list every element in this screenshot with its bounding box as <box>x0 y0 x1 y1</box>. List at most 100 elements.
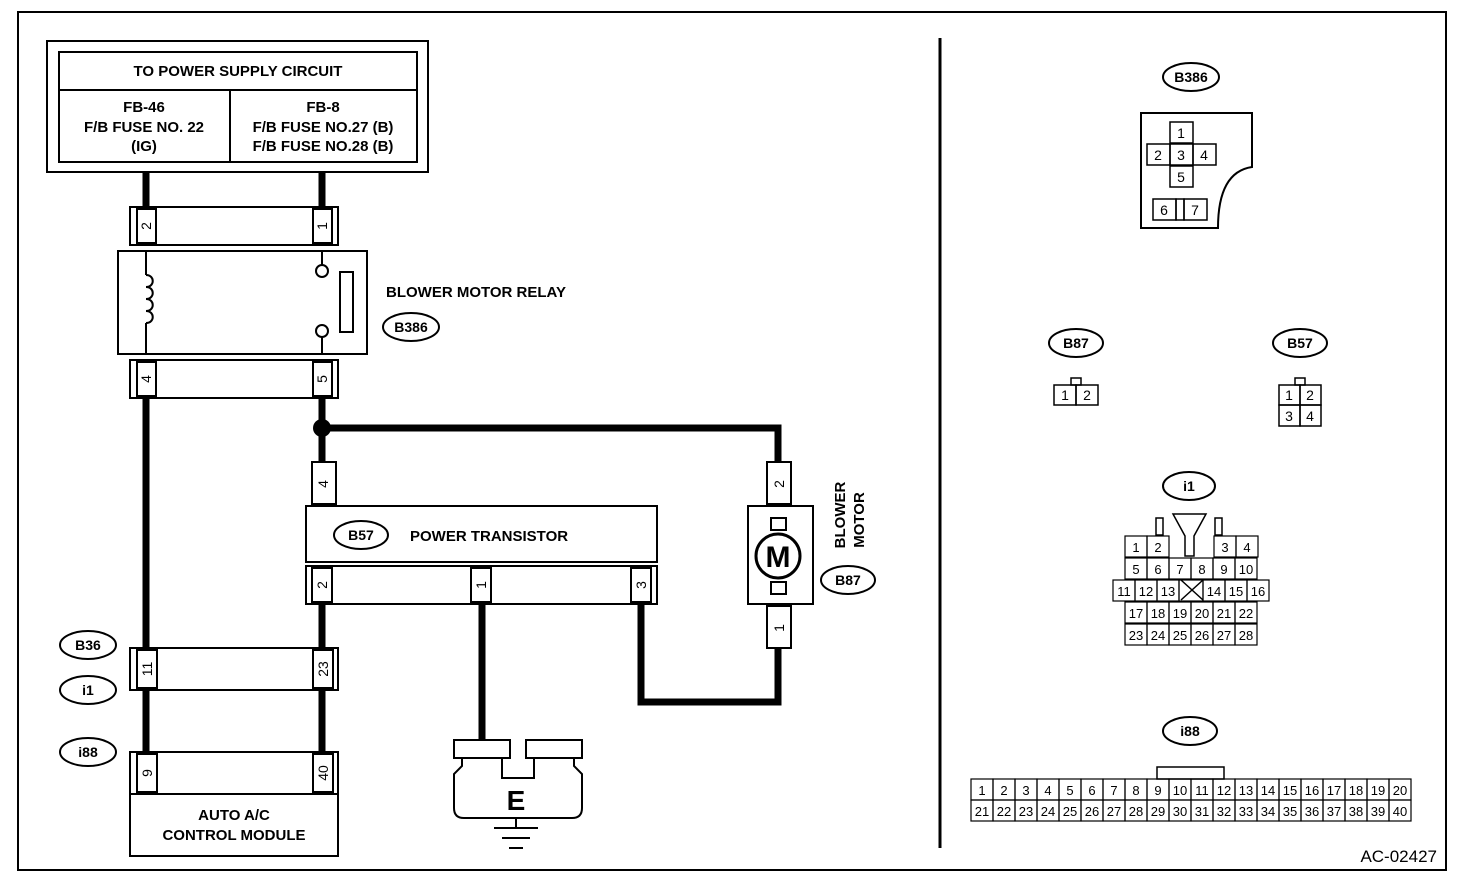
i88-face-pin: 34 <box>1261 804 1275 819</box>
harness-pin-11: 11 <box>139 662 155 677</box>
i1-face-pin: 11 <box>1117 584 1131 599</box>
i88-face-pin: 17 <box>1327 783 1341 798</box>
i88-face-pin: 9 <box>1154 783 1161 798</box>
relay-bottom-connector: 4 5 <box>129 359 339 399</box>
motor-label-1: BLOWER <box>832 482 849 549</box>
b386-face-tag: B386 <box>1174 69 1208 85</box>
i88-face-pin: 8 <box>1132 783 1139 798</box>
b87-face-tag: B87 <box>1063 335 1089 351</box>
i88-face-pin: 25 <box>1063 804 1077 819</box>
motor-tag: B87 <box>835 572 861 588</box>
i1-face-pin: 8 <box>1198 562 1205 577</box>
i1-face-pin-box <box>1234 623 1258 646</box>
i1-face-pin: 22 <box>1239 606 1253 621</box>
i1-face-pin-box <box>1234 557 1258 580</box>
transistor-pin-1: 1 <box>473 581 489 589</box>
i88-face-pin: 19 <box>1371 783 1385 798</box>
i1-face-pin: 16 <box>1251 584 1265 599</box>
b57-face-pin-2: 2 <box>1306 387 1314 403</box>
i88-face-pin: 6 <box>1088 783 1095 798</box>
module-pin-9: 9 <box>139 769 155 777</box>
wires <box>142 172 782 752</box>
b386-face-pin-3: 3 <box>1177 147 1185 163</box>
i88-face-pin: 12 <box>1217 783 1231 798</box>
i88-face-pin: 23 <box>1019 804 1033 819</box>
transistor-tag: B57 <box>348 527 374 543</box>
i1-face-pin: 5 <box>1132 562 1139 577</box>
i88-face-pin: 36 <box>1305 804 1319 819</box>
module-label-2: CONTROL MODULE <box>162 827 305 844</box>
i1-face-tag: i1 <box>1183 478 1195 494</box>
b386-face-pin-5: 5 <box>1177 169 1185 185</box>
i88-face-pin: 32 <box>1217 804 1231 819</box>
harness-tag-i88: i88 <box>78 744 98 760</box>
i1-face-pin: 10 <box>1239 562 1253 577</box>
i88-face-pin: 30 <box>1173 804 1187 819</box>
i88-face-pin: 22 <box>997 804 1011 819</box>
power-supply-left-2: F/B FUSE NO. 22 <box>84 119 204 136</box>
relay-tag: B386 <box>394 319 428 335</box>
i88-face-pin: 3 <box>1022 783 1029 798</box>
i88-face-pin: 5 <box>1066 783 1073 798</box>
harness-pin-23: 23 <box>315 661 331 677</box>
motor-label-2: MOTOR <box>851 492 868 548</box>
b57-face-pin-3: 3 <box>1285 408 1293 424</box>
i88-face-pin: 13 <box>1239 783 1253 798</box>
i1-face-pin: 3 <box>1221 540 1228 555</box>
i88-face-pin: 27 <box>1107 804 1121 819</box>
i88-face-pin: 4 <box>1044 783 1051 798</box>
b57-face-pin-1: 1 <box>1285 387 1293 403</box>
transistor-label: POWER TRANSISTOR <box>410 528 568 545</box>
i88-face-pin: 28 <box>1129 804 1143 819</box>
transistor-pin-4: 4 <box>315 480 331 488</box>
power-supply-left-1: FB-46 <box>123 99 165 116</box>
i88-face-pin: 7 <box>1110 783 1117 798</box>
b386-face-pin-7: 7 <box>1191 202 1199 218</box>
i88-face-pin: 16 <box>1305 783 1319 798</box>
i1-face-pin: 19 <box>1173 606 1187 621</box>
ground-terminal: E <box>453 739 583 849</box>
splice-junction <box>313 419 331 437</box>
transistor-pin-2: 2 <box>314 581 330 589</box>
i1-face-pin: 9 <box>1220 562 1227 577</box>
auto-ac-control-module: i88 9 40 AUTO A/C CONTROL MODULE <box>59 737 339 857</box>
i1-face-pin: 4 <box>1243 540 1250 555</box>
i88-face-pin: 40 <box>1393 804 1407 819</box>
relay-pin-5: 5 <box>314 375 330 383</box>
i88-face-pin-box <box>1388 799 1412 822</box>
b57-face-pin-4: 4 <box>1306 408 1314 424</box>
relay-pin-2: 2 <box>138 222 154 230</box>
i1-face-pin: 20 <box>1195 606 1209 621</box>
connector-face-b87: B87 1 2 <box>1048 328 1104 406</box>
power-transistor: 4 B57 POWER TRANSISTOR 2 1 3 <box>305 461 658 605</box>
i88-face-pin: 2 <box>1000 783 1007 798</box>
i88-face-tag: i88 <box>1180 723 1200 739</box>
relay-label: BLOWER MOTOR RELAY <box>386 284 566 301</box>
i1-face-pin: 28 <box>1239 628 1253 643</box>
i88-face-pin: 39 <box>1371 804 1385 819</box>
i1-face-pin: 7 <box>1176 562 1183 577</box>
i1-face-pin: 15 <box>1229 584 1243 599</box>
i1-face-pin: 23 <box>1129 628 1143 643</box>
transistor-pin-3: 3 <box>633 581 649 589</box>
b57-face-tag: B57 <box>1287 335 1313 351</box>
i1-face-pin-box <box>1234 601 1258 624</box>
i88-face-pin: 10 <box>1173 783 1187 798</box>
i1-face-pin-box <box>1146 535 1170 558</box>
i88-face-pin: 24 <box>1041 804 1055 819</box>
i88-face-pin: 37 <box>1327 804 1341 819</box>
i88-face-pin: 35 <box>1283 804 1297 819</box>
blower-motor-relay: BLOWER MOTOR RELAY B386 <box>117 250 566 355</box>
i1-face-pin-box <box>1246 579 1270 602</box>
harness-connector-upper: 11 23 B36 i1 <box>59 630 339 705</box>
b386-face-pin-4: 4 <box>1200 147 1208 163</box>
motor-pin-2: 2 <box>771 480 787 488</box>
i1-face-pin: 21 <box>1217 606 1231 621</box>
i88-face-pin: 33 <box>1239 804 1253 819</box>
i1-face-pin: 18 <box>1151 606 1165 621</box>
i88-face-pin: 21 <box>975 804 989 819</box>
i1-face-pin: 1 <box>1132 540 1139 555</box>
